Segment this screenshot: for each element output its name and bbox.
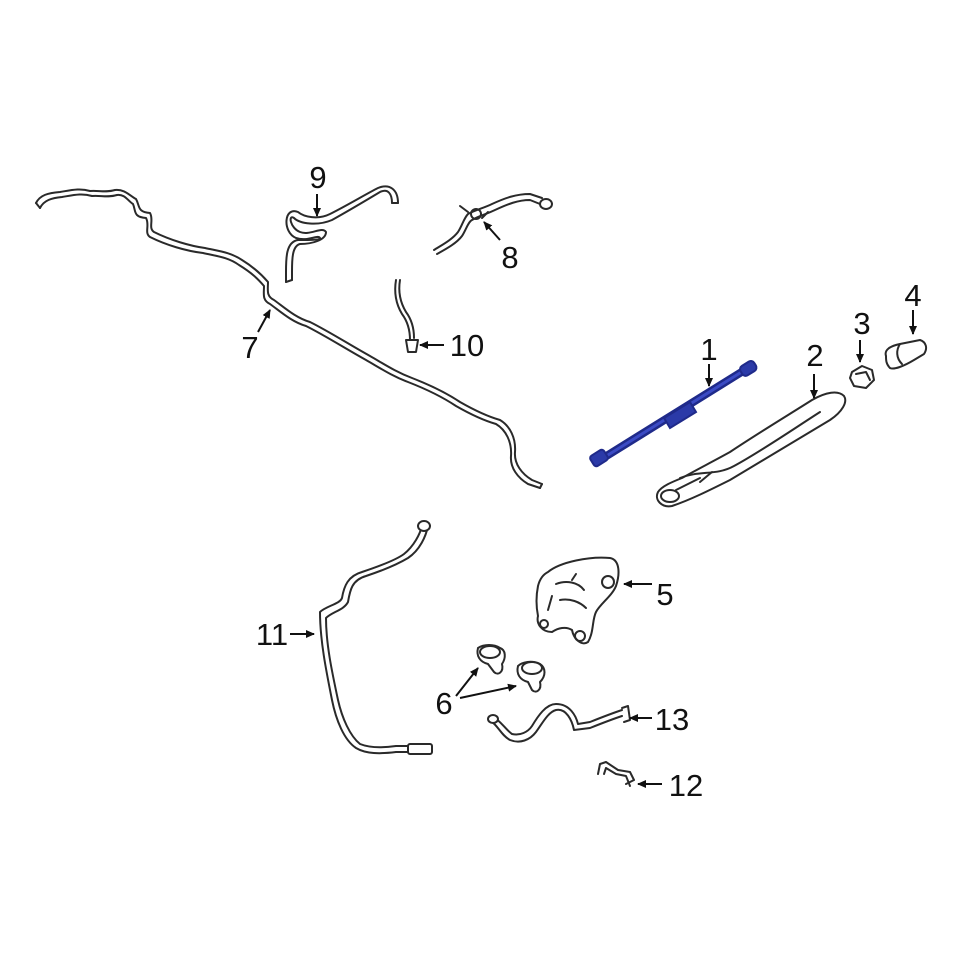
- part-8-hose[interactable]: [433, 193, 553, 255]
- leader-8: [483, 221, 501, 241]
- callout-1: 1: [700, 332, 717, 367]
- callout-3: 3: [853, 306, 870, 341]
- callout-7: 7: [241, 330, 258, 365]
- leader-7: [257, 309, 271, 333]
- part-3-nut[interactable]: [849, 365, 875, 389]
- part-2-wiper-arm[interactable]: [656, 391, 847, 508]
- callout-4: 4: [904, 278, 921, 313]
- part-9-hose[interactable]: [285, 185, 399, 283]
- callout-10: 10: [450, 328, 484, 363]
- part-11-hose[interactable]: [319, 520, 433, 755]
- callout-13: 13: [655, 702, 689, 737]
- callout-labels: 1 2 3 4 5 6 7 8 9 10 11 12 13: [241, 160, 921, 803]
- part-4-cap[interactable]: [884, 339, 928, 370]
- callout-8: 8: [501, 240, 518, 275]
- part-10-hose[interactable]: [394, 279, 419, 353]
- part-6-bolt-b[interactable]: [516, 660, 546, 693]
- part-5-wiper-motor[interactable]: [535, 556, 620, 645]
- part-13-hose[interactable]: [487, 703, 631, 743]
- part-7-washer-hose[interactable]: [35, 188, 543, 489]
- leader-6a: [455, 667, 479, 697]
- part-6-bolt-a[interactable]: [476, 644, 506, 675]
- part-1-wiper-blade[interactable]: [589, 360, 758, 468]
- leader-lines: [257, 194, 917, 788]
- callout-5: 5: [656, 577, 673, 612]
- callout-6: 6: [435, 686, 452, 721]
- callout-2: 2: [806, 338, 823, 373]
- callout-9: 9: [309, 160, 326, 195]
- callout-11: 11: [256, 617, 288, 652]
- callout-12: 12: [669, 768, 703, 803]
- part-12-connector[interactable]: [597, 761, 635, 787]
- leader-6b: [459, 683, 517, 699]
